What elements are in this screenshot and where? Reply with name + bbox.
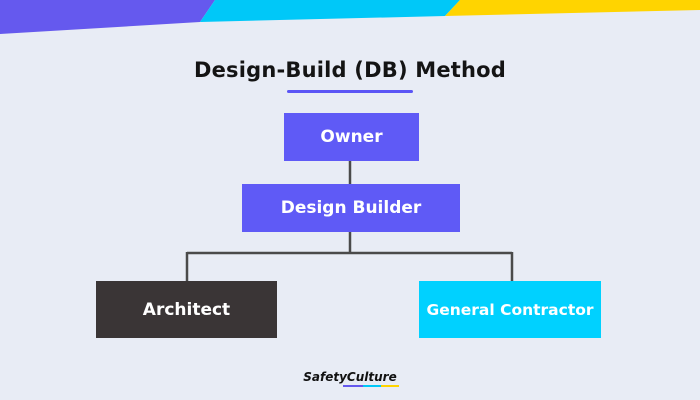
band-cyan [200, 0, 460, 22]
node-owner: Owner [284, 113, 419, 161]
logo-part2: Culture [346, 370, 397, 384]
diagram-title: Design-Build (DB) Method [193, 58, 507, 82]
decorative-color-band [0, 0, 700, 34]
node-design-builder: Design Builder [242, 184, 460, 232]
logo-underline [343, 385, 399, 387]
logo-part1: Safety [303, 370, 347, 384]
title-underline [287, 90, 413, 93]
node-architect-label: Architect [142, 299, 231, 320]
node-general-contractor-label: General Contractor [426, 300, 594, 319]
band-yellow [445, 0, 700, 16]
node-owner-label: Owner [320, 127, 383, 147]
node-design-builder-label: Design Builder [280, 198, 422, 218]
band-purple [0, 0, 215, 34]
safetyculture-logo: SafetyCulture [0, 370, 700, 384]
node-architect: Architect [96, 281, 277, 338]
node-general-contractor: General Contractor [419, 281, 601, 338]
